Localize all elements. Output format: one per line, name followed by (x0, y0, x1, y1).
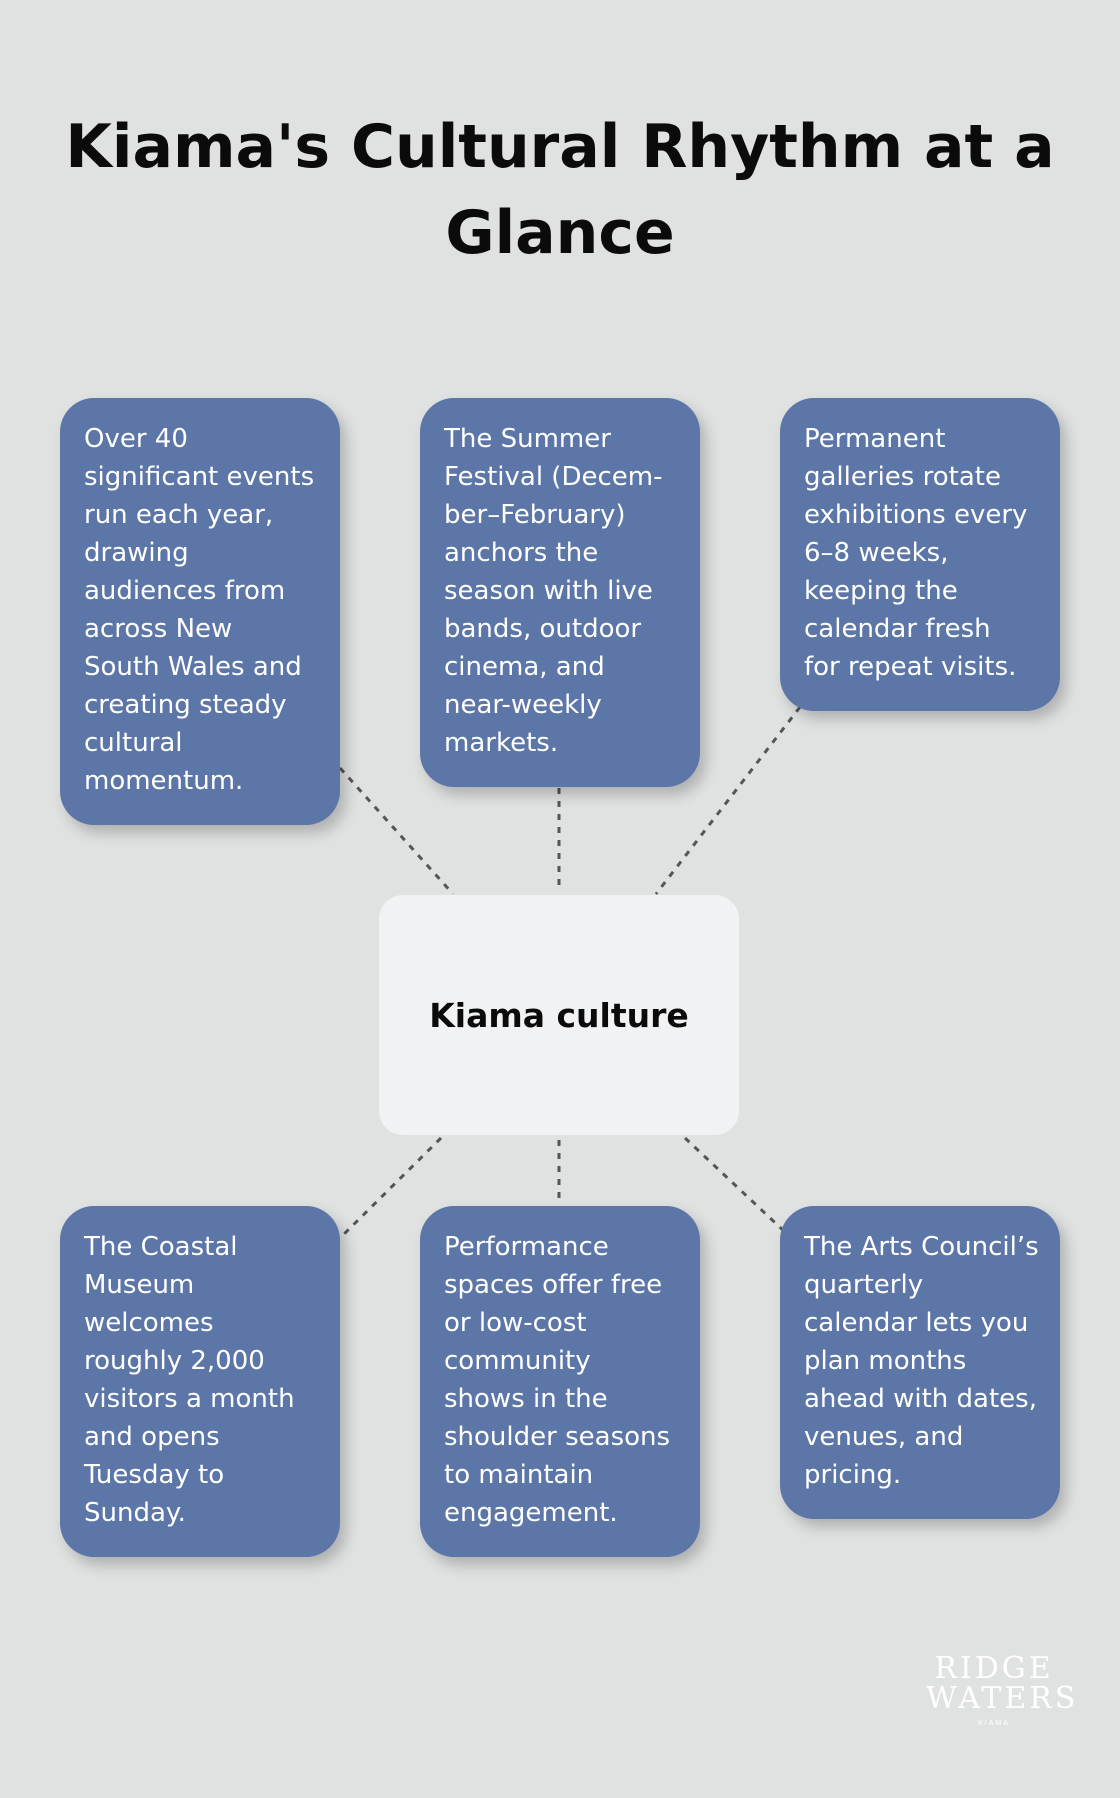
card-text-line: spaces offer free (444, 1270, 663, 1300)
card-text-line: cultural (84, 728, 183, 758)
card-text-line: bands, outdoor (444, 614, 642, 644)
card-text-line: or low-cost (444, 1308, 587, 1338)
title-line: Glance (445, 198, 675, 268)
card-galleries: Permanent galleries rotate exhibitions eve… (780, 398, 1060, 711)
card-text-line: Festival (Decem- (444, 462, 663, 492)
card-text-line: shoulder seasons (444, 1422, 671, 1452)
card-text-line: season with live (444, 576, 653, 606)
card-text-line: near-weekly (444, 690, 602, 720)
card-text-line: The Summer (444, 424, 611, 454)
card-text-line: Museum (84, 1270, 195, 1300)
card-events: Over 40 significant events run each year, d… (60, 398, 340, 825)
card-text-line: momentum. (84, 766, 244, 796)
card-text-line: for repeat visits. (804, 652, 1017, 682)
card-text-line: ahead with dates, (804, 1384, 1037, 1414)
card-text-line: South Wales and (84, 652, 302, 682)
card-text-line: shows in the (444, 1384, 608, 1414)
card-text-line: across New (84, 614, 233, 644)
card-text-line: and opens (84, 1422, 220, 1452)
card-text-line: calendar lets you (804, 1308, 1029, 1338)
card-text-line: roughly 2,000 (84, 1346, 265, 1376)
card-text-line: audiences from (84, 576, 286, 606)
card-text-line: keeping the (804, 576, 958, 606)
card-text-line: Over 40 (84, 424, 188, 454)
card-text-line: Performance (444, 1232, 609, 1262)
card-text-line: markets. (444, 728, 559, 758)
card-text-line: community (444, 1346, 591, 1376)
connector-3 (654, 706, 802, 895)
connector-1 (338, 766, 455, 896)
ridge-waters-logo: RIDGE WATERS KIAMA (926, 1651, 1079, 1728)
page-title: Kiama's Cultural Rhythm at a Glance (0, 104, 1120, 276)
card-text-line: pricing. (804, 1460, 902, 1490)
card-text-line: cinema, and (444, 652, 605, 682)
card-text-line: creating steady (84, 690, 287, 720)
logo-line: RIDGE (934, 1651, 1054, 1686)
card-text-line: engagement. (444, 1498, 618, 1528)
card-text-line: Permanent (804, 424, 946, 454)
card-text-line: anchors the (444, 538, 599, 568)
card-text-line: The Arts Council’s (804, 1232, 1039, 1262)
card-text-line: welcomes (84, 1308, 214, 1338)
center-label: Kiama culture (429, 995, 689, 1035)
card-text-line: 6–8 weeks, (804, 538, 949, 568)
logo-line: WATERS (926, 1681, 1079, 1716)
card-text-line: visitors a month (84, 1384, 295, 1414)
card-text-line: drawing (84, 538, 189, 568)
card-arts-council: The Arts Council’s quarterly calendar lets… (780, 1206, 1060, 1519)
center-node: Kiama culture (379, 895, 739, 1135)
logo-line: KIAMA (978, 1720, 1010, 1727)
card-text-line: significant events (84, 462, 315, 492)
card-text-line: Sunday. (84, 1498, 186, 1528)
connector-4 (338, 1136, 443, 1240)
card-text-line: galleries rotate (804, 462, 1001, 492)
card-text-line: venues, and (804, 1422, 964, 1452)
card-text-line: exhibitions every (804, 500, 1028, 530)
card-text-line: Tuesday to (84, 1460, 225, 1490)
card-text-line: ber–February) (444, 500, 626, 530)
card-text-line: run each year, (84, 500, 274, 530)
card-text-line: plan months (804, 1346, 967, 1376)
card-text-line: calendar fresh (804, 614, 991, 644)
card-text-line: to maintain (444, 1460, 594, 1490)
title-line: Kiama's Cultural Rhythm at a (65, 112, 1055, 182)
card-text-line: quarterly (804, 1270, 924, 1300)
connector-6 (683, 1136, 787, 1234)
card-performance-spaces: Performance spaces offer free or low-cost c… (420, 1206, 700, 1557)
card-text-line: The Coastal (84, 1232, 238, 1262)
